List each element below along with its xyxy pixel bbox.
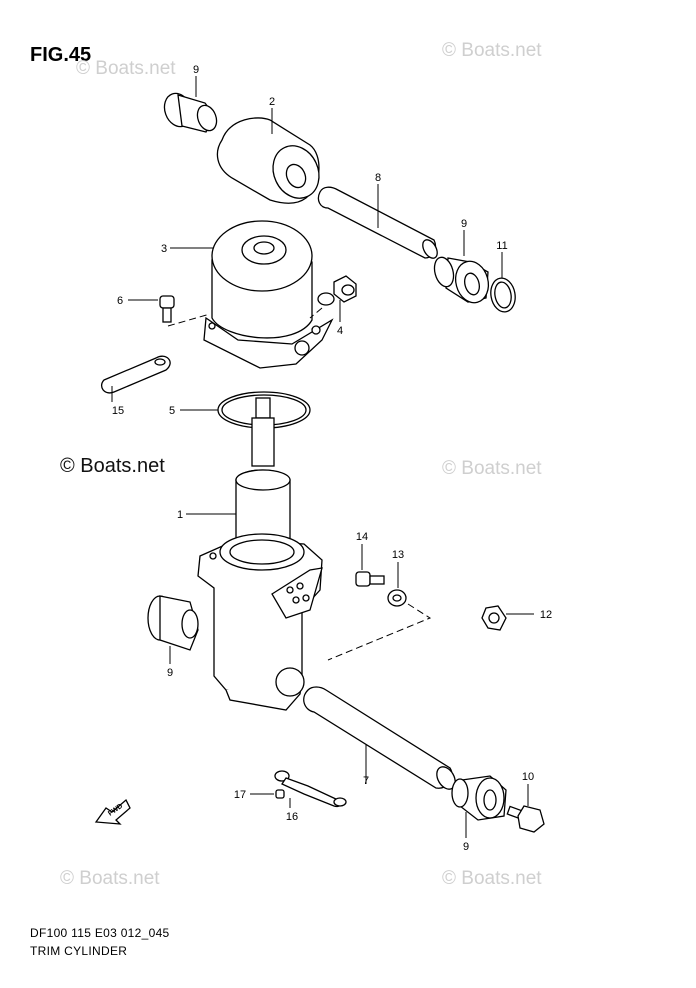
clip-part-12: [481, 605, 534, 631]
watermark: © Boats.net: [442, 458, 542, 479]
watermark: © Boats.net: [442, 868, 542, 889]
housing-part-3: [170, 220, 334, 369]
callout-1: 1: [177, 509, 183, 521]
figure-title: FIG.45: [30, 44, 92, 66]
screw-part-6: [128, 295, 211, 327]
callout-6: 6: [117, 295, 123, 307]
bushing-part-9-bottom: [451, 775, 507, 838]
watermark: © Boats.net: [60, 455, 165, 477]
watermark: © Boats.net: [442, 40, 542, 61]
callout-9: 9: [193, 64, 199, 76]
callout-9: 9: [167, 667, 173, 679]
callout-4: 4: [337, 325, 343, 337]
callout-7: 7: [363, 775, 369, 787]
collar-part-13: [327, 562, 432, 661]
callout-11: 11: [496, 240, 507, 252]
callout-2: 2: [269, 96, 275, 108]
watermark: © Boats.net: [60, 868, 160, 889]
callout-9: 9: [463, 841, 469, 853]
shaft-part-7: [303, 686, 456, 790]
callout-10: 10: [522, 771, 534, 783]
bolt-part-14: [355, 544, 385, 587]
circlip-part-11: [490, 252, 516, 313]
bracket-part-15: [100, 355, 171, 402]
screw-part-17: [250, 789, 285, 799]
callout-12: 12: [540, 609, 552, 621]
sleeve-part-2: [216, 108, 320, 204]
nut-part-4: [309, 275, 357, 322]
forward-arrow-icon: FWD: [94, 798, 131, 825]
callout-15: 15: [112, 405, 124, 417]
bushing-part-9-right: [433, 230, 490, 304]
watermark: © Boats.net: [76, 58, 176, 79]
callout-14: 14: [356, 531, 368, 543]
cylinder-part-1: [186, 397, 323, 711]
shaft-part-8: [317, 184, 438, 259]
bushing-part-9-left: [147, 595, 199, 664]
callout-5: 5: [169, 405, 175, 417]
callout-8: 8: [375, 172, 381, 184]
callout-13: 13: [392, 549, 404, 561]
figure-caption: TRIM CYLINDER: [30, 944, 128, 958]
callout-16: 16: [286, 811, 298, 823]
callout-9: 9: [461, 218, 467, 230]
callout-17: 17: [234, 789, 246, 801]
bolt-part-10: [506, 784, 545, 833]
o-ring-part-5: [180, 391, 311, 429]
bushing-part-9-top: [163, 76, 218, 133]
model-code: DF100 115 E03 012_045: [30, 926, 170, 940]
callout-3: 3: [161, 243, 167, 255]
lead-wire-part-16: [274, 770, 347, 808]
